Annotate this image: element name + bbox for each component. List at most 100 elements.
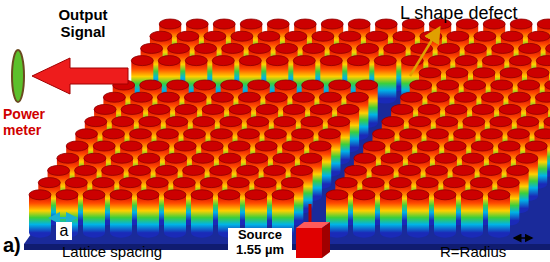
rod-top [310,104,332,114]
rod-top [240,19,262,29]
rod-top [389,178,411,188]
rod-top [382,117,404,127]
rod-top [526,104,548,114]
rod-top [292,92,314,102]
rod-top [470,178,492,188]
rod-body [29,195,51,233]
rod-top [238,92,260,102]
rod-top [519,43,541,53]
rod-top [419,68,441,78]
rod-top [202,104,224,114]
rod-top [248,80,270,90]
dielectric-rod [320,56,342,104]
rod-top [303,43,325,53]
rod-top [256,104,278,114]
rod-top [537,19,550,29]
rod-top [384,43,406,53]
rod-top [249,43,271,53]
rod-top [497,178,519,188]
defect-pointer [410,30,438,76]
rod-top [210,165,232,175]
rod-top [375,19,397,29]
rod-top [219,153,241,163]
rod-top [353,190,375,200]
dielectric-rod [239,56,261,104]
rod-top [227,178,249,188]
rod-body [434,195,456,233]
rod-top [535,92,550,102]
rod-top [229,104,251,114]
rod-top [517,117,539,127]
rod-top [85,117,107,127]
dielectric-rod [347,56,369,104]
rod-top [354,153,376,163]
rod-top [464,80,486,90]
rod-top [119,178,141,188]
rod-top [276,43,298,53]
dielectric-rod [488,190,510,238]
rod-top [294,19,316,29]
rod-top [66,141,88,151]
rod-body [407,195,429,233]
rod-top [408,153,430,163]
rod-top [192,153,214,163]
rod-top [455,56,477,66]
rod-top [130,129,152,139]
rod-top [491,80,513,90]
rod-top [94,104,116,114]
rod-top [272,190,294,200]
rod-top [130,92,152,102]
rod-top [356,80,378,90]
rod-top [185,56,207,66]
rod-body [164,195,186,233]
dielectric-rod [164,190,186,238]
rod-top [501,31,523,41]
rod-top [273,153,295,163]
rod-top [348,19,370,29]
rod-top [535,129,550,139]
rod-top [274,117,296,127]
rod-top [174,141,196,151]
rod-top [500,68,522,78]
panel-label: a) [3,234,33,257]
rod-top [76,129,98,139]
rod-top [436,117,458,127]
rod-top [265,92,287,102]
rod-top [131,56,153,66]
rod-top [489,153,511,163]
rod-top [409,117,431,127]
power-meter-detector [12,50,24,102]
rod-top [410,80,432,90]
rod-top [211,92,233,102]
rod-top [75,165,97,175]
rod-top [177,31,199,41]
rod-top [481,92,503,102]
rod-top [437,80,459,90]
source-label: Source 1.55 µm [228,228,292,258]
rod-top [362,178,384,188]
rod-top [102,165,124,175]
rod-top [221,80,243,90]
rod-top [416,178,438,188]
rod-top [282,141,304,151]
rod-top [120,141,142,151]
rod-top [319,129,341,139]
rod-top [472,104,494,114]
rod-top [345,165,367,175]
rod-top [246,153,268,163]
rod-top [239,56,261,66]
lattice-symbol: a [56,222,72,240]
rod-top [427,92,449,102]
dielectric-rod [407,190,429,238]
rod-top [247,117,269,127]
rod-body [353,195,375,233]
rod-top [516,153,538,163]
dielectric-rod [131,56,153,104]
rod-top [204,31,226,41]
rod-top [228,141,250,151]
rod-top [337,104,359,114]
rod-top [173,178,195,188]
rod-top [103,92,125,102]
dielectric-rod [191,190,213,238]
dielectric-rod [380,190,402,238]
